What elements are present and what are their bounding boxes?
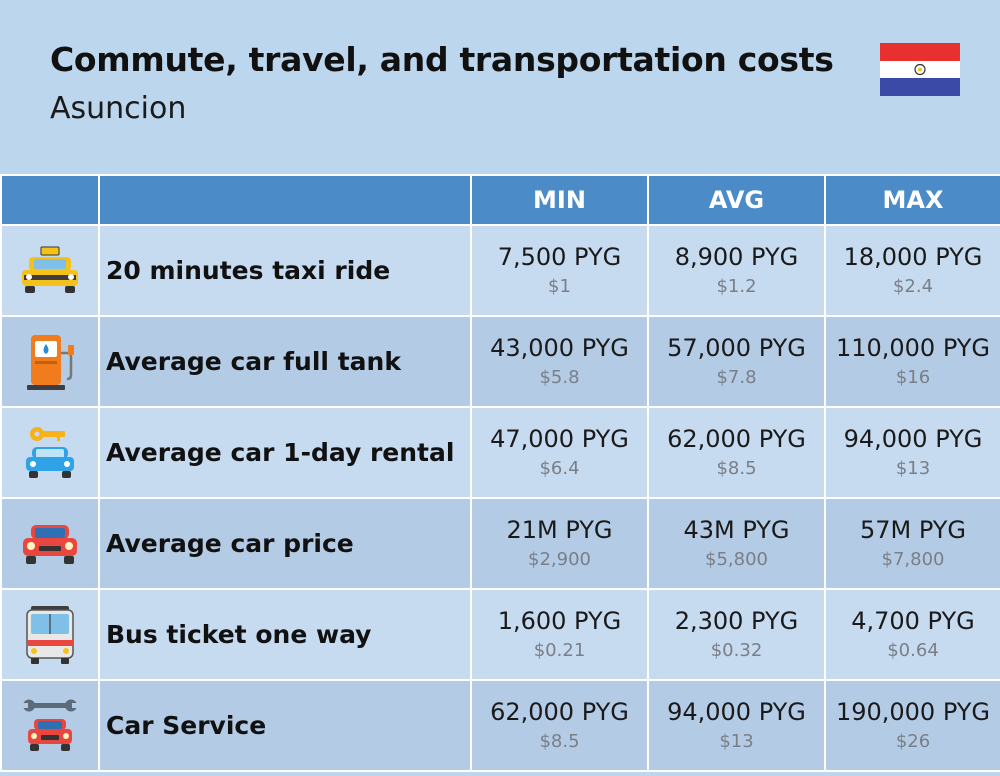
avg-value-cell: 43M PYG $5,800 — [647, 497, 826, 590]
usd-value: $8.5 — [539, 730, 580, 752]
min-value-cell: 1,600 PYG $0.21 — [470, 588, 649, 681]
page-subtitle: Asuncion — [50, 91, 187, 126]
pyg-value: 2,300 PYG — [674, 606, 799, 635]
row-label: Average car price — [98, 497, 472, 590]
max-value-cell: 110,000 PYG $16 — [824, 315, 1000, 408]
min-value-cell: 62,000 PYG $8.5 — [470, 679, 649, 772]
header-icon-cell — [0, 174, 100, 226]
wrench-car-icon — [2, 695, 98, 757]
pyg-value: 43M PYG — [683, 515, 790, 544]
pyg-value: 110,000 PYG — [835, 333, 991, 362]
pyg-value: 62,000 PYG — [490, 697, 629, 726]
row-label: 20 minutes taxi ride — [98, 224, 472, 317]
red-car-icon — [2, 519, 98, 569]
usd-value: $13 — [895, 457, 931, 479]
usd-value: $5.8 — [539, 366, 580, 388]
max-value-cell: 57M PYG $7,800 — [824, 497, 1000, 590]
row-label: Average car full tank — [98, 315, 472, 408]
usd-value: $1 — [548, 275, 571, 297]
bus-icon — [2, 604, 98, 666]
usd-value: $0.32 — [710, 639, 763, 661]
min-value-cell: 47,000 PYG $6.4 — [470, 406, 649, 499]
pyg-value: 7,500 PYG — [497, 242, 622, 271]
min-value-cell: 43,000 PYG $5.8 — [470, 315, 649, 408]
pyg-value: 43,000 PYG — [490, 333, 629, 362]
table-row: 20 minutes taxi ride 7,500 PYG $1 8,900 … — [0, 224, 1000, 317]
usd-value: $5,800 — [705, 548, 768, 570]
usd-value: $16 — [895, 366, 931, 388]
column-header-avg: AVG — [647, 174, 826, 226]
row-label: Average car 1-day rental — [98, 406, 472, 499]
column-header-max: MAX — [824, 174, 1000, 226]
pyg-value: 94,000 PYG — [843, 424, 983, 453]
pyg-value: 57M PYG — [859, 515, 967, 544]
pyg-value: 190,000 PYG — [835, 697, 991, 726]
usd-value: $0.64 — [887, 639, 939, 661]
usd-value: $1.2 — [716, 275, 757, 297]
column-header-min: MIN — [470, 174, 649, 226]
pyg-value: 21M PYG — [506, 515, 613, 544]
pyg-value: 4,700 PYG — [851, 606, 975, 635]
table-row: Average car 1-day rental 47,000 PYG $6.4… — [0, 406, 1000, 499]
max-value-cell: 190,000 PYG $26 — [824, 679, 1000, 772]
avg-value-cell: 2,300 PYG $0.32 — [647, 588, 826, 681]
avg-value-cell: 94,000 PYG $13 — [647, 679, 826, 772]
usd-value: $0.21 — [533, 639, 586, 661]
pyg-value: 62,000 PYG — [667, 424, 806, 453]
fuel-pump-icon — [2, 331, 98, 393]
pyg-value: 18,000 PYG — [843, 242, 983, 271]
table-header-row: MIN AVG MAX — [0, 174, 1000, 226]
avg-value-cell: 8,900 PYG $1.2 — [647, 224, 826, 317]
max-value-cell: 18,000 PYG $2.4 — [824, 224, 1000, 317]
usd-value: $26 — [895, 730, 931, 752]
table-row: Bus ticket one way 1,600 PYG $0.21 2,300… — [0, 588, 1000, 681]
table-row: Average car price 21M PYG $2,900 43M PYG… — [0, 497, 1000, 590]
page-title: Commute, travel, and transportation cost… — [50, 40, 834, 79]
table-row: Car Service 62,000 PYG $8.5 94,000 PYG $… — [0, 679, 1000, 772]
usd-value: $13 — [719, 730, 754, 752]
page-header: Commute, travel, and transportation cost… — [0, 0, 1000, 176]
usd-value: $2.4 — [892, 275, 934, 297]
max-value-cell: 4,700 PYG $0.64 — [824, 588, 1000, 681]
min-value-cell: 7,500 PYG $1 — [470, 224, 649, 317]
pyg-value: 8,900 PYG — [674, 242, 799, 271]
row-label: Bus ticket one way — [98, 588, 472, 681]
pyg-value: 57,000 PYG — [667, 333, 806, 362]
costs-table: MIN AVG MAX — [0, 174, 1000, 772]
paraguay-flag-icon — [880, 43, 960, 96]
usd-value: $8.5 — [716, 457, 757, 479]
car-rental-key-icon — [2, 425, 98, 481]
avg-value-cell: 62,000 PYG $8.5 — [647, 406, 826, 499]
usd-value: $7,800 — [881, 548, 945, 570]
pyg-value: 1,600 PYG — [497, 606, 622, 635]
table-row: Average car full tank 43,000 PYG $5.8 57… — [0, 315, 1000, 408]
usd-value: $6.4 — [539, 457, 580, 479]
header-label-cell — [98, 174, 472, 226]
avg-value-cell: 57,000 PYG $7.8 — [647, 315, 826, 408]
max-value-cell: 94,000 PYG $13 — [824, 406, 1000, 499]
usd-value: $7.8 — [716, 366, 757, 388]
usd-value: $2,900 — [528, 548, 591, 570]
row-label: Car Service — [98, 679, 472, 772]
taxi-icon — [2, 245, 98, 297]
min-value-cell: 21M PYG $2,900 — [470, 497, 649, 590]
pyg-value: 94,000 PYG — [667, 697, 806, 726]
pyg-value: 47,000 PYG — [490, 424, 629, 453]
